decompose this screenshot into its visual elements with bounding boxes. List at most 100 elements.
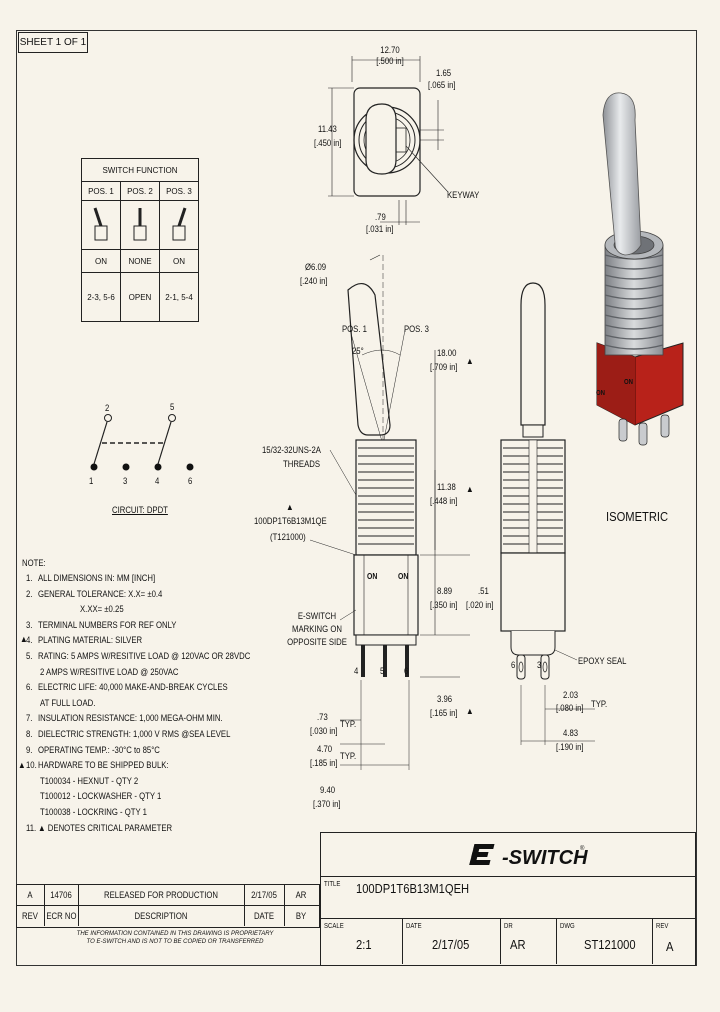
rev-value: A xyxy=(666,939,674,954)
connection-2: OPEN xyxy=(120,272,160,322)
dim-term-len: 3.96 xyxy=(437,694,453,704)
dim-side-a: 2.03 xyxy=(563,690,579,700)
typ-label-c: TYP. xyxy=(591,699,608,709)
note-item: T100034 - HEXNUT - QTY 2 xyxy=(22,776,292,792)
note-item: T100038 - LOCKRING - QTY 1 xyxy=(22,807,292,823)
pos-header-2: POS. 2 xyxy=(120,181,160,201)
eswitch-logo-text: -SWITCH xyxy=(502,847,588,869)
dim-side-b-in: [.190 in] xyxy=(556,742,584,752)
note-number: 3. xyxy=(26,619,33,630)
circuit-terminal-6: 6 xyxy=(188,476,193,486)
toggle-pos-1-icon xyxy=(81,200,121,250)
dim-pitch-c-in: [.370 in] xyxy=(313,799,341,809)
front-term-5: 5 xyxy=(380,666,385,676)
note-text: RATING: 5 AMPS W/RESITIVE LOAD @ 120VAC … xyxy=(38,650,251,661)
note-text: T100012 - LOCKWASHER - QTY 1 xyxy=(40,791,162,802)
critical-marker-icon: ▲ xyxy=(18,760,26,770)
angle-label: 25° xyxy=(352,346,364,356)
note-text: ELECTRIC LIFE: 40,000 MAKE-AND-BREAK CYC… xyxy=(38,682,228,693)
title-block xyxy=(320,832,696,966)
rev-header-rev: REV xyxy=(22,911,38,921)
rev-header-ecr: ECR NO xyxy=(46,911,77,921)
dim-diameter-in: [.240 in] xyxy=(300,276,328,286)
body-on-right: ON xyxy=(398,572,409,581)
note-text: GENERAL TOLERANCE: X.X= ±0.4 xyxy=(38,588,163,599)
note-text: T100038 - LOCKRING - QTY 1 xyxy=(40,806,147,817)
rev-header-by: BY xyxy=(295,911,307,921)
note-item: 7.INSULATION RESISTANCE: 1,000 MEGA-OHM … xyxy=(22,713,292,729)
toggle-pos-3-icon xyxy=(159,200,199,250)
pos1-label: POS. 1 xyxy=(342,324,367,334)
rev-row-description: RELEASED FOR PRODUCTION xyxy=(104,890,218,900)
dim-side-a-in: [.080 in] xyxy=(556,703,584,713)
side-term-3: 3 xyxy=(537,660,542,670)
notes-heading: NOTE: xyxy=(22,558,46,568)
connection-1: 2-3, 5-6 xyxy=(81,272,121,322)
circuit-terminal-4: 4 xyxy=(155,476,160,486)
note-number: 8. xyxy=(26,728,33,739)
svg-text:®: ® xyxy=(580,845,585,852)
note-item: 6. ELECTRIC LIFE: 40,000 MAKE-AND-BREAK C… xyxy=(22,682,292,698)
note-item: 1.ALL DIMENSIONS IN: MM [INCH] xyxy=(22,573,292,589)
note-item: 2. GENERAL TOLERANCE: X.X= ±0.4 xyxy=(22,589,292,605)
dim-pitch-a-in: [.030 in] xyxy=(310,726,338,736)
note-item: 9.OPERATING TEMP.: -30°C to 85°C xyxy=(22,745,292,761)
dim-top-width: 12.70 xyxy=(380,45,400,55)
dim-term-len-in: [.165 in] xyxy=(430,708,458,718)
critical-marker-icon: ▲ xyxy=(466,706,474,716)
note-item: AT FULL LOAD. xyxy=(22,698,292,714)
dim-top-small: 1.65 xyxy=(436,68,452,78)
state-1: ON xyxy=(81,249,121,273)
note-number: 2. xyxy=(26,588,33,599)
dim-pitch-b-in: [.185 in] xyxy=(310,758,338,768)
keyway-label: KEYWAY xyxy=(447,190,480,200)
note-number: 4. xyxy=(26,635,33,646)
epoxy-seal-label: EPOXY SEAL xyxy=(578,656,627,666)
top-view-drawing xyxy=(328,56,449,225)
dim-pitch-c: 9.40 xyxy=(320,785,336,795)
iso-on-left: ON xyxy=(596,390,606,397)
rev-row-ecn: 14706 xyxy=(50,890,72,900)
dim-height: 11.43 xyxy=(318,124,337,134)
note-item: T100012 - LOCKWASHER - QTY 1 xyxy=(22,791,292,807)
notes-block: NOTE: 1.ALL DIMENSIONS IN: MM [INCH]2. GE… xyxy=(22,558,292,838)
rev-row-rev: A xyxy=(27,890,33,900)
rev-header-date: DATE xyxy=(253,911,275,921)
note-number: 6. xyxy=(26,682,33,693)
dim-lever-len-in: [.709 in] xyxy=(430,362,458,372)
note-number: 10. xyxy=(26,760,37,771)
dwg-label: DWG xyxy=(560,923,575,930)
note-text: PLATING MATERIAL: SILVER xyxy=(38,635,143,646)
circuit-terminal-1: 1 xyxy=(89,476,94,486)
dim-body-h: 8.89 xyxy=(437,586,453,596)
revision-table xyxy=(16,884,320,928)
note-text: ALL DIMENSIONS IN: MM [INCH] xyxy=(38,573,156,583)
note-item: 8.DIELECTRIC STRENGTH: 1,000 V RMS @SEA … xyxy=(22,729,292,745)
note-text: 2 AMPS W/RESITIVE LOAD @ 250VAC xyxy=(40,666,179,677)
dim-bushing-in: [.448 in] xyxy=(430,496,458,506)
thread-spec: 15/32-32UNS-2A xyxy=(262,445,321,455)
circuit-terminal-3: 3 xyxy=(123,476,128,486)
dim-side-b: 4.83 xyxy=(563,728,579,738)
rev-header-description: DESCRIPTION xyxy=(134,911,188,921)
isometric-drawing xyxy=(596,92,684,446)
dwg-value: ST121000 xyxy=(584,937,636,952)
drawing-title: 100DP1T6B13M1QEH xyxy=(356,881,470,896)
circuit-label: CIRCUIT: DPDT xyxy=(112,505,168,515)
dim-height-in: [.450 in] xyxy=(314,138,342,148)
circuit-diagram xyxy=(90,414,194,471)
note-item: 5.RATING: 5 AMPS W/RESITIVE LOAD @ 120VA… xyxy=(22,651,292,667)
dim-keyway-w: .79 xyxy=(375,212,386,222)
pos3-label: POS. 3 xyxy=(404,324,429,334)
note-item: 10.HARDWARE TO BE SHIPPED BULK: xyxy=(22,760,292,776)
note-item: 4. PLATING MATERIAL: SILVER xyxy=(22,635,292,651)
front-term-4: 4 xyxy=(354,666,359,676)
isometric-label: ISOMETRIC xyxy=(606,509,669,524)
switch-function-title: SWITCH FUNCTION xyxy=(81,158,199,182)
date-label: DATE xyxy=(406,923,422,930)
note-text: HARDWARE TO BE SHIPPED BULK: xyxy=(38,760,169,771)
dim-pitch-a: .73 xyxy=(317,712,328,722)
part-mark: 100DP1T6B13M1QE xyxy=(254,516,327,526)
front-view-drawing xyxy=(309,254,470,770)
front-term-6: 6 xyxy=(404,666,409,676)
